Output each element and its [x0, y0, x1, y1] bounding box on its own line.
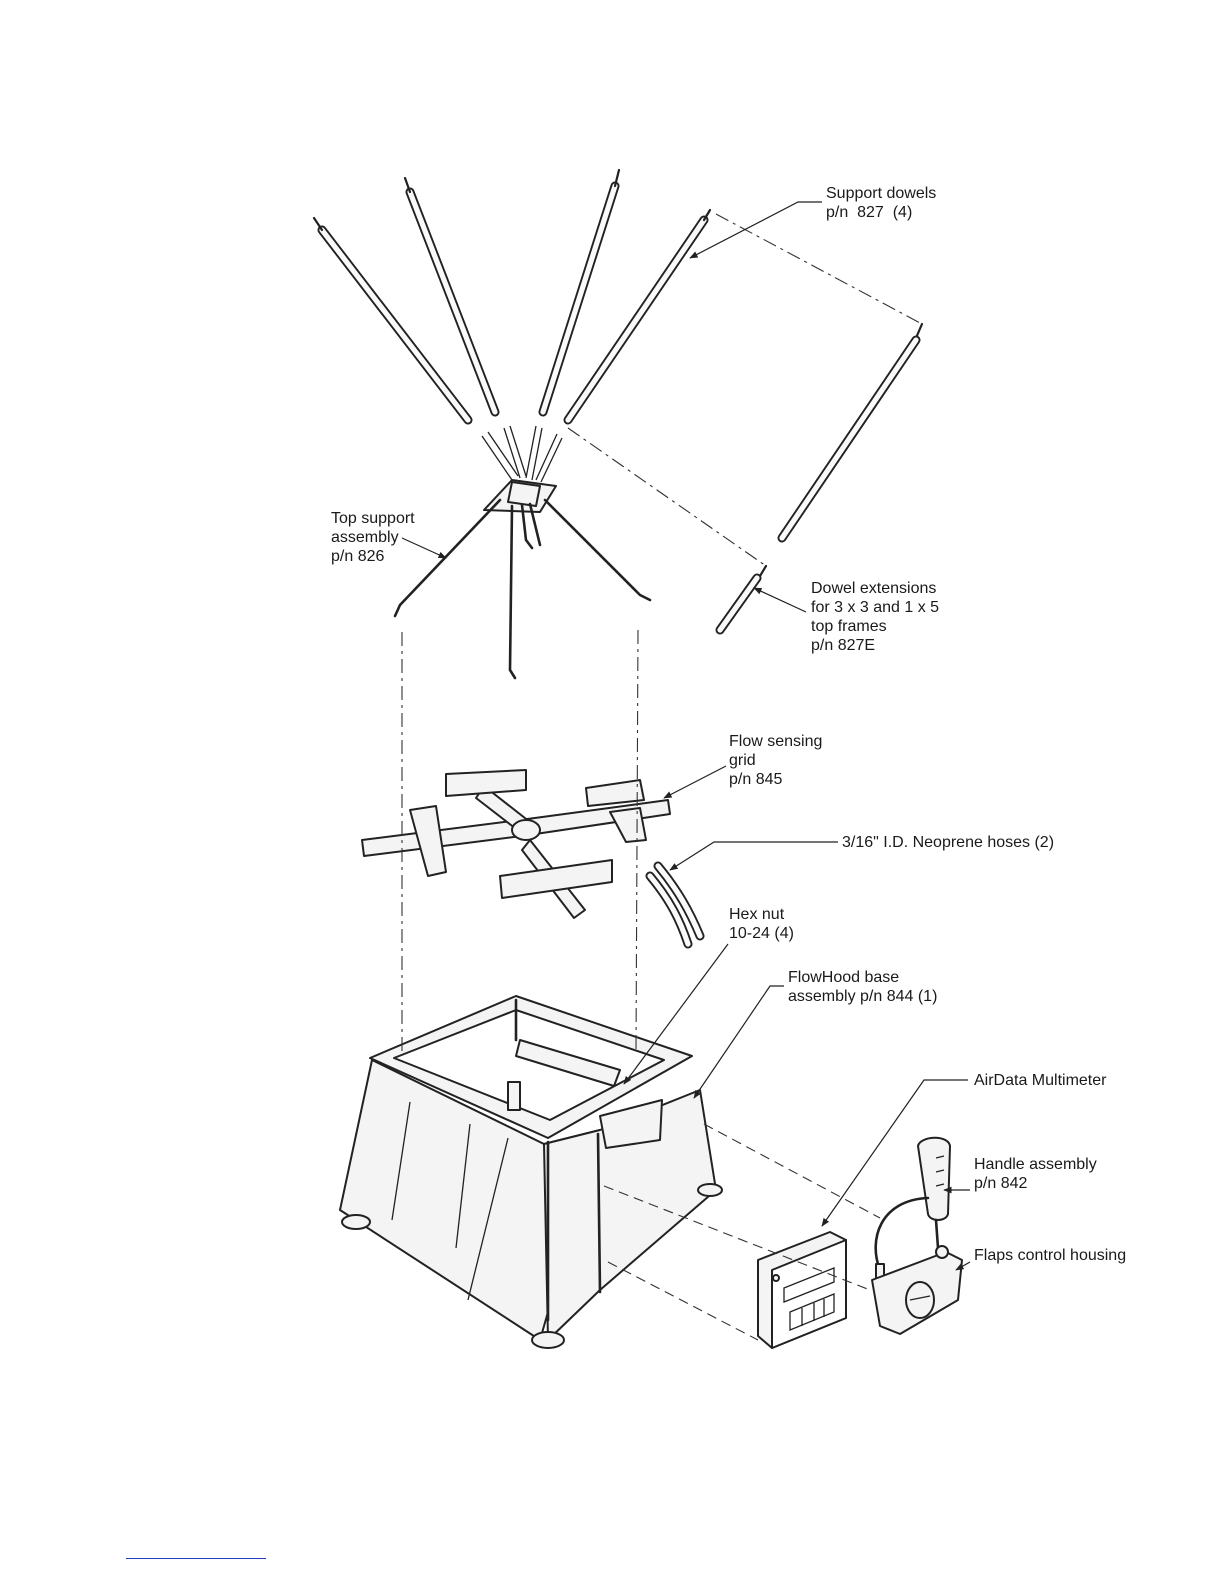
footnote-rule	[126, 1558, 266, 1559]
label-dowel-extensions: Dowel extensions for 3 x 3 and 1 x 5 top…	[811, 579, 939, 655]
flaps-control-housing	[872, 1246, 962, 1334]
label-handle-assembly: Handle assembly p/n 842	[974, 1155, 1097, 1193]
label-top-support-assembly: Top support assembly p/n 826	[331, 509, 415, 566]
label-neoprene-hoses: 3/16" I.D. Neoprene hoses (2)	[842, 833, 1054, 852]
label-support-dowels: Support dowels p/n 827 (4)	[826, 184, 936, 222]
label-flaps-control-housing: Flaps control housing	[974, 1246, 1132, 1265]
label-hex-nut: Hex nut 10-24 (4)	[729, 905, 794, 943]
flow-sensing-grid	[362, 770, 670, 918]
flowhood-base-assembly	[340, 996, 722, 1348]
dowel-4	[568, 210, 710, 420]
label-flowhood-base: FlowHood base assembly p/n 844 (1)	[788, 968, 937, 1006]
label-flow-sensing-grid: Flow sensing grid p/n 845	[729, 732, 822, 789]
dowel-2	[405, 178, 495, 412]
label-airdata-multimeter: AirData Multimeter	[974, 1071, 1106, 1090]
neoprene-hoses	[650, 866, 700, 944]
dowel-3	[543, 170, 619, 412]
support-dowels	[314, 170, 710, 420]
dowel-1	[314, 218, 468, 420]
airdata-multimeter	[758, 1232, 846, 1348]
